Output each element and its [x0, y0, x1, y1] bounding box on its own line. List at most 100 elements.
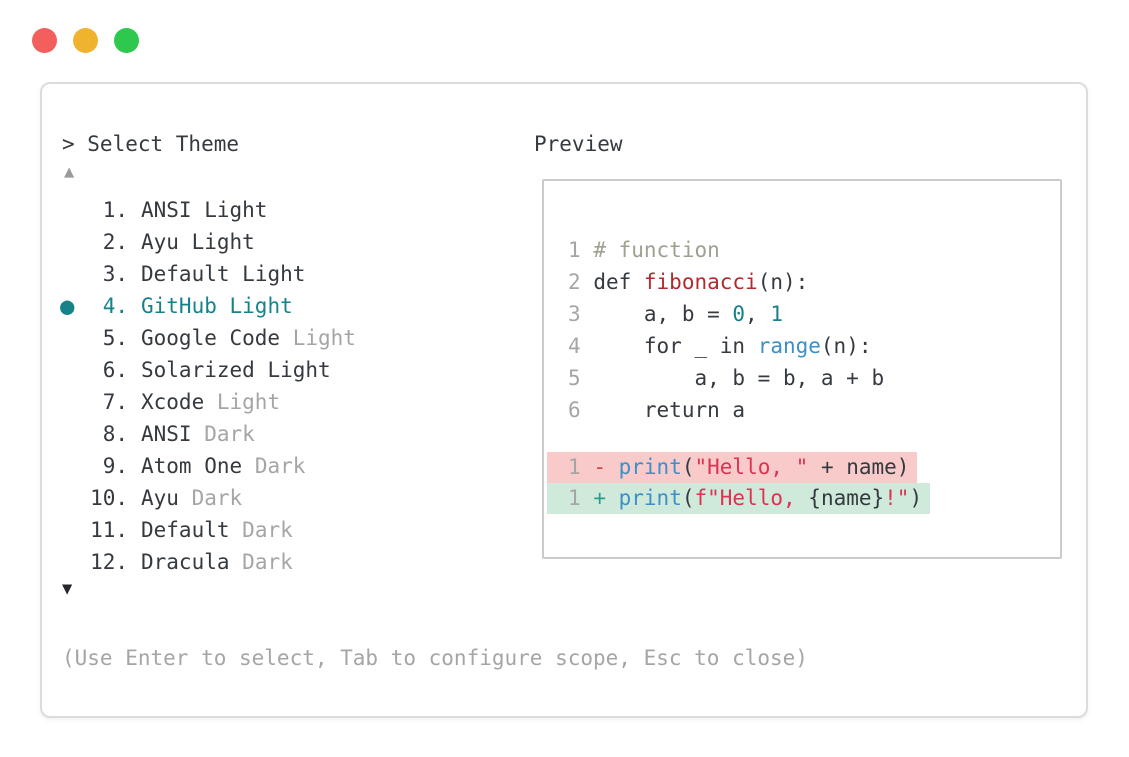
- scroll-up-icon[interactable]: ▲: [64, 162, 75, 182]
- item-name-base: Google Code: [141, 326, 281, 350]
- code-token: (: [681, 486, 695, 510]
- theme-list-item[interactable]: ●4.GitHub Light: [60, 290, 356, 322]
- window-controls: [32, 28, 139, 53]
- item-number: 4.: [102, 294, 128, 318]
- theme-list-item[interactable]: 7. Xcode Light: [60, 386, 356, 418]
- code-token: f"Hello,: [694, 486, 809, 510]
- item-name: Atom One Dark: [141, 450, 305, 482]
- line-number: 6: [568, 398, 581, 422]
- theme-list-item[interactable]: 1. ANSI Light: [60, 194, 356, 226]
- code-token: "Hello, ": [694, 455, 809, 479]
- line-number: 5: [568, 366, 581, 390]
- code-line: 2 def fibonacci(n):: [544, 266, 1060, 298]
- item-name-suffix: Dark: [191, 486, 243, 510]
- item-name: Dracula Dark: [141, 546, 293, 578]
- item-name: ANSI Dark: [141, 418, 255, 450]
- item-number: 6.: [102, 358, 128, 382]
- diff-lines: 1 - print("Hello, " + name)1 + print(f"H…: [544, 452, 1060, 514]
- code-token: (n):: [757, 270, 809, 294]
- item-name-base: ANSI: [141, 422, 192, 446]
- line-number: 4: [568, 334, 581, 358]
- minimize-button[interactable]: [73, 28, 98, 53]
- diff-line-removed: 1 - print("Hello, " + name): [544, 452, 1060, 483]
- item-name-suffix: Light: [242, 262, 306, 286]
- theme-list-item[interactable]: 11. Default Dark: [60, 514, 356, 546]
- diff-sign: -: [593, 455, 606, 479]
- bullet-placeholder: [60, 386, 86, 418]
- item-name-base: Solarized: [141, 358, 255, 382]
- code-token: 1: [770, 302, 783, 326]
- item-number: 12.: [90, 550, 128, 574]
- item-number: 11.: [90, 518, 128, 542]
- item-name-base: ANSI: [141, 198, 192, 222]
- item-name: Solarized Light: [141, 354, 331, 386]
- theme-list-item[interactable]: 3.Default Light: [60, 258, 356, 290]
- code-token: + name): [808, 455, 910, 479]
- bullet-placeholder: [60, 258, 86, 290]
- item-name-base: Ayu: [141, 486, 179, 510]
- bullet-placeholder: [60, 322, 86, 354]
- item-name: Google Code Light: [141, 322, 356, 354]
- code-token: a, b = b, a + b: [593, 366, 885, 390]
- keyboard-hint: (Use Enter to select, Tab to configure s…: [62, 646, 808, 670]
- item-name-base: Ayu: [141, 230, 179, 254]
- item-name-base: Default: [141, 262, 230, 286]
- diff-line-added: 1 + print(f"Hello, {name}!"): [544, 483, 1060, 514]
- theme-list-item[interactable]: 10. Ayu Dark: [60, 482, 356, 514]
- line-number: 2: [568, 270, 581, 294]
- bullet-placeholder: [60, 418, 86, 450]
- theme-list-item[interactable]: 12. Dracula Dark: [60, 546, 356, 578]
- item-number: 8.: [102, 422, 128, 446]
- item-name: Default Dark: [141, 514, 293, 546]
- item-name: Ayu Light: [141, 226, 255, 258]
- theme-list-item[interactable]: 6. Solarized Light: [60, 354, 356, 386]
- bullet-placeholder: [60, 354, 86, 386]
- line-number: 1: [568, 238, 581, 262]
- code-token: # function: [593, 238, 720, 262]
- theme-list-item[interactable]: 5. Google Code Light: [60, 322, 356, 354]
- code-token: ): [909, 486, 923, 510]
- preview-label: Preview: [534, 132, 623, 156]
- scroll-down-icon[interactable]: ▼: [62, 579, 73, 599]
- maximize-button[interactable]: [114, 28, 139, 53]
- item-name-suffix: Light: [204, 198, 268, 222]
- item-number: 9.: [102, 454, 128, 478]
- item-name-suffix: Light: [216, 390, 281, 414]
- theme-list-item[interactable]: 2.Ayu Light: [60, 226, 356, 258]
- item-number: 7.: [102, 390, 128, 414]
- item-name-suffix: Light: [292, 326, 356, 350]
- item-name: Xcode Light: [141, 386, 280, 418]
- line-number: 1: [568, 455, 581, 479]
- line-number: 1: [568, 486, 581, 510]
- code-token: ,: [745, 302, 771, 326]
- item-name: Ayu Dark: [141, 482, 242, 514]
- item-number: 1.: [102, 198, 128, 222]
- close-button[interactable]: [32, 28, 57, 53]
- item-number: 5.: [102, 326, 128, 350]
- item-name-base: Atom One: [141, 454, 243, 478]
- bullet-placeholder: [60, 514, 86, 546]
- code-token: (: [681, 455, 695, 479]
- item-name-suffix: Light: [191, 230, 255, 254]
- code-line: 3 a, b = 0, 1: [544, 298, 1060, 330]
- item-name-suffix: Light: [229, 294, 293, 318]
- diff-line-highlight: 1 + print(f"Hello, {name}!"): [547, 483, 931, 514]
- item-number: 10.: [90, 486, 128, 510]
- item-name-base: Xcode: [141, 390, 205, 414]
- theme-list-item[interactable]: 9. Atom One Dark: [60, 450, 356, 482]
- code-token: return a: [593, 398, 746, 422]
- diff-line-highlight: 1 - print("Hello, " + name): [547, 452, 918, 483]
- code-token: print: [618, 486, 682, 510]
- item-name: Default Light: [141, 258, 305, 290]
- bullet-placeholder: [60, 450, 86, 482]
- item-name-suffix: Dark: [254, 454, 306, 478]
- diff-sign: +: [593, 486, 606, 510]
- code-line: 1 # function: [544, 234, 1060, 266]
- bullet-placeholder: [60, 194, 86, 226]
- theme-list-item[interactable]: 8. ANSI Dark: [60, 418, 356, 450]
- code-token: print: [618, 455, 682, 479]
- code-token: def: [593, 270, 644, 294]
